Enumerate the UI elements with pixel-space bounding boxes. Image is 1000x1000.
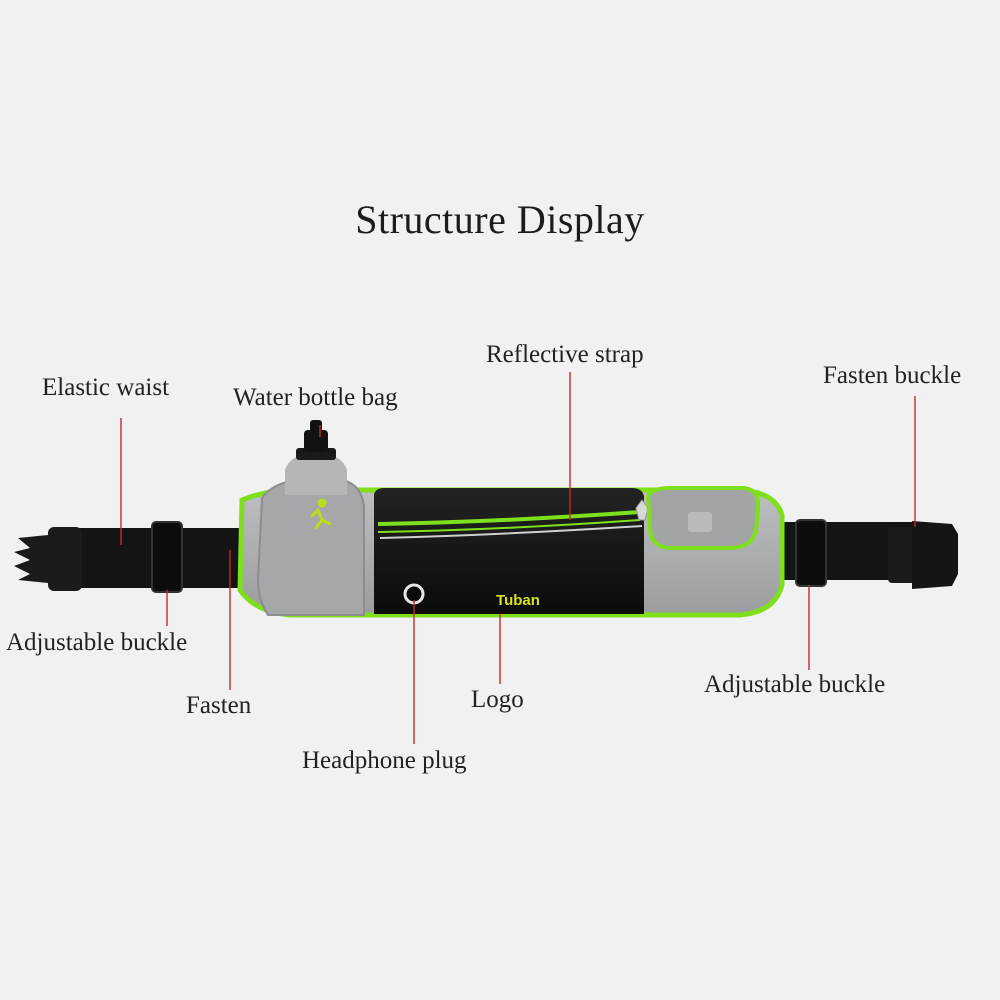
runner-logo-icon [310, 498, 332, 530]
label-adjustable-buckle-right: Adjustable buckle [704, 671, 886, 698]
leader-lines [120, 372, 916, 744]
zipper-pull [635, 499, 649, 521]
brand-logo-text: Tuban [496, 592, 540, 609]
left-adjustable-buckle [151, 521, 183, 593]
label-logo: Logo [471, 686, 524, 713]
right-adjustable-buckle [795, 519, 827, 587]
label-fasten: Fasten [186, 692, 252, 719]
water-bottle-sleeve [256, 479, 365, 616]
water-bottle [285, 420, 347, 495]
label-elastic-waist: Elastic waist [42, 374, 170, 401]
main-zip-pocket [374, 488, 644, 614]
reflective-zipper-trim [377, 510, 641, 526]
label-fasten-buckle: Fasten buckle [823, 362, 962, 389]
label-reflective-strap: Reflective strap [486, 341, 644, 368]
right-fasten-buckle [888, 521, 958, 589]
label-water-bottle-bag: Water bottle bag [233, 384, 398, 411]
label-adjustable-buckle-left: Adjustable buckle [6, 629, 188, 656]
label-headphone-plug: Headphone plug [302, 747, 467, 774]
left-clip-buckle [14, 527, 82, 591]
page-title: Structure Display [355, 197, 645, 242]
